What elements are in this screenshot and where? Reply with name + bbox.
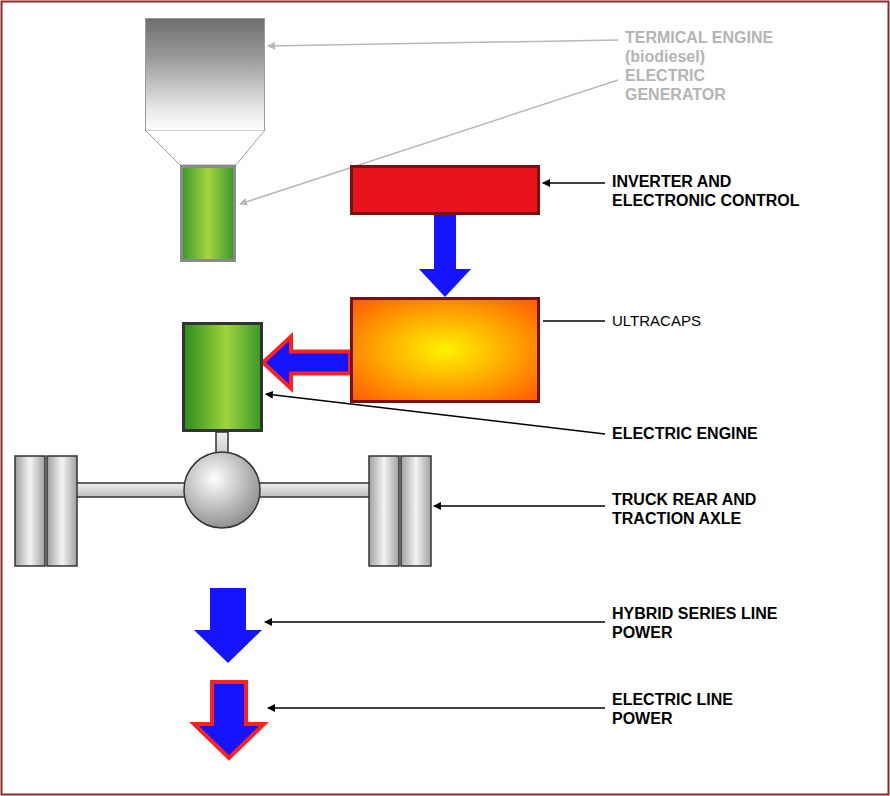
leader-line <box>268 707 605 709</box>
leader-line <box>543 320 605 322</box>
wheel <box>401 456 431 566</box>
legend-label: HYBRID SERIES LINE POWER <box>612 604 842 642</box>
callout-label: TRUCK REAR AND TRACTION AXLE <box>612 490 842 528</box>
leader-line <box>543 182 605 184</box>
callout-label: ULTRACAPS <box>612 312 812 330</box>
callout-label: ELECTRIC ENGINE <box>612 424 842 443</box>
wheel <box>15 456 45 566</box>
callout-label: ELECTRIC GENERATOR <box>625 66 775 104</box>
legend-arrow <box>194 588 262 663</box>
leader-line <box>268 40 618 46</box>
wheel <box>47 456 77 566</box>
leader-line <box>265 621 605 623</box>
callout-label: INVERTER AND ELECTRONIC CONTROL <box>612 172 802 210</box>
power-arrow <box>263 337 350 389</box>
differential <box>184 452 260 528</box>
callout-label: TERMICAL ENGINE (biodiesel) <box>625 28 825 66</box>
axle-area: TRUCK REAR AND TRACTION AXLE <box>15 456 431 566</box>
electric-engine-box: ELECTRIC ENGINE <box>182 322 263 432</box>
power-arrow <box>419 215 471 297</box>
ultracaps-box: ULTRACAPS <box>350 297 540 403</box>
legend-arrow <box>194 682 264 758</box>
inverter-box: INVERTER AND ELECTRONIC CONTROL <box>350 165 540 215</box>
thermal-engine: TERMICAL ENGINE (biodiesel) <box>145 18 265 130</box>
generator-box: ELECTRIC GENERATOR <box>180 165 236 262</box>
leader-line <box>434 505 605 507</box>
wheel <box>369 456 399 566</box>
engine-neck <box>145 130 265 165</box>
legend-label: ELECTRIC LINE POWER <box>612 690 792 728</box>
